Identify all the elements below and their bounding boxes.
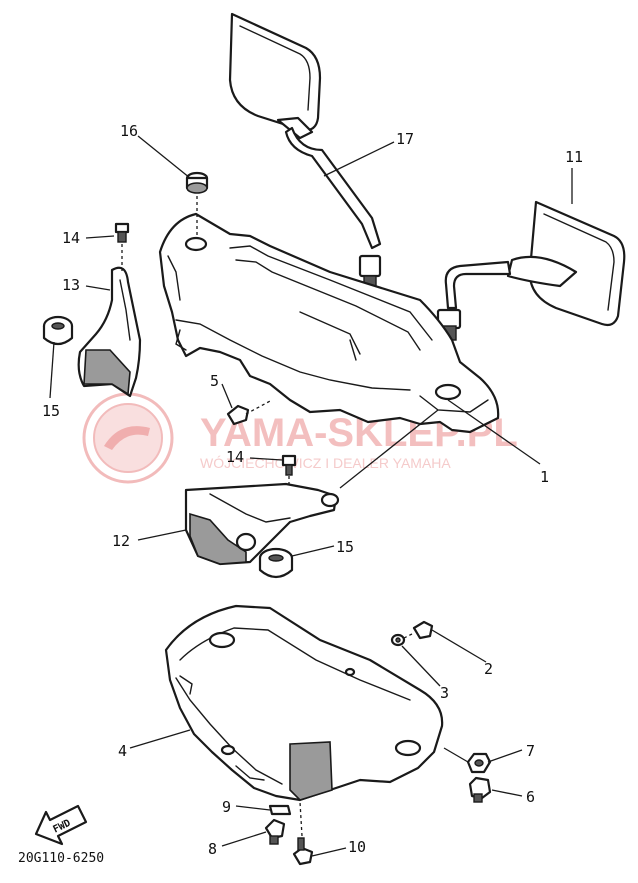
- callout-15a: 15: [42, 402, 60, 420]
- leader-5: [221, 383, 233, 409]
- leader-2: [431, 629, 487, 663]
- callout-4: 4: [118, 742, 127, 760]
- part-8-screw: [264, 818, 286, 845]
- leader-8: [221, 831, 267, 847]
- leader-15a: [49, 341, 55, 399]
- callout-3: 3: [440, 684, 449, 702]
- leader-12: [137, 529, 187, 541]
- leader-9: [235, 805, 271, 811]
- leader-4: [129, 729, 191, 749]
- watermark-logo-mark: [104, 426, 150, 450]
- callout-11: 11: [565, 148, 583, 166]
- leader-1: [447, 399, 541, 465]
- leader-lines: [49, 135, 573, 857]
- callout-8: 8: [208, 840, 217, 858]
- leader-7b: [443, 747, 469, 763]
- leader-10: [311, 847, 347, 857]
- part-5-bolt: [226, 399, 273, 426]
- part-4-lower-handlebar-cover: [164, 604, 444, 802]
- callout-5: 5: [210, 372, 219, 390]
- part-6-screw: [468, 776, 492, 803]
- leader-7: [487, 749, 523, 763]
- callout-14b: 14: [226, 448, 244, 466]
- part-11-right-mirror: [436, 200, 626, 341]
- part-15-center-grommet: [258, 547, 294, 579]
- part-1-upper-handlebar-cover: [158, 212, 500, 434]
- fwd-arrow-icon: FWD: [34, 804, 88, 846]
- callout-15b: 15: [336, 538, 354, 556]
- callout-10: 10: [348, 838, 366, 856]
- leader-14b: [249, 457, 283, 461]
- callout-16: 16: [120, 122, 138, 140]
- part-13-left-bracket: [77, 222, 142, 398]
- callouts: 16 17 11 14 13 15 5 14 1 12 15 2 3 4 7 6…: [42, 122, 583, 858]
- leader-17: [323, 141, 395, 177]
- part-2-screw: [399, 620, 434, 641]
- callout-12: 12: [112, 532, 130, 550]
- leader-16: [137, 135, 191, 179]
- part-9-clip: [268, 804, 292, 816]
- leader-3: [401, 645, 441, 687]
- callout-7: 7: [526, 742, 535, 760]
- callout-2: 2: [484, 660, 493, 678]
- diagram-code: 20G110-6250: [18, 851, 104, 866]
- part-17-left-mirror: [228, 12, 382, 291]
- part-12-right-bracket: [184, 482, 340, 566]
- part-3-washer: [390, 633, 406, 647]
- part-15-left-grommet: [42, 315, 74, 346]
- watermark-logo-inner: [93, 403, 163, 473]
- part-10-screw: [292, 801, 314, 866]
- callout-9: 9: [222, 798, 231, 816]
- callout-13: 13: [62, 276, 80, 294]
- part-7-nut: [466, 752, 492, 774]
- leader-1b: [339, 409, 439, 489]
- callout-14a: 14: [62, 229, 80, 247]
- callout-1: 1: [540, 468, 549, 486]
- callout-17: 17: [396, 130, 414, 148]
- leader-6: [491, 789, 523, 797]
- leader-15b: [291, 545, 335, 557]
- leader-14a: [85, 235, 115, 239]
- leader-13: [85, 285, 111, 291]
- callout-6: 6: [526, 788, 535, 806]
- part-16-plug: [185, 171, 209, 236]
